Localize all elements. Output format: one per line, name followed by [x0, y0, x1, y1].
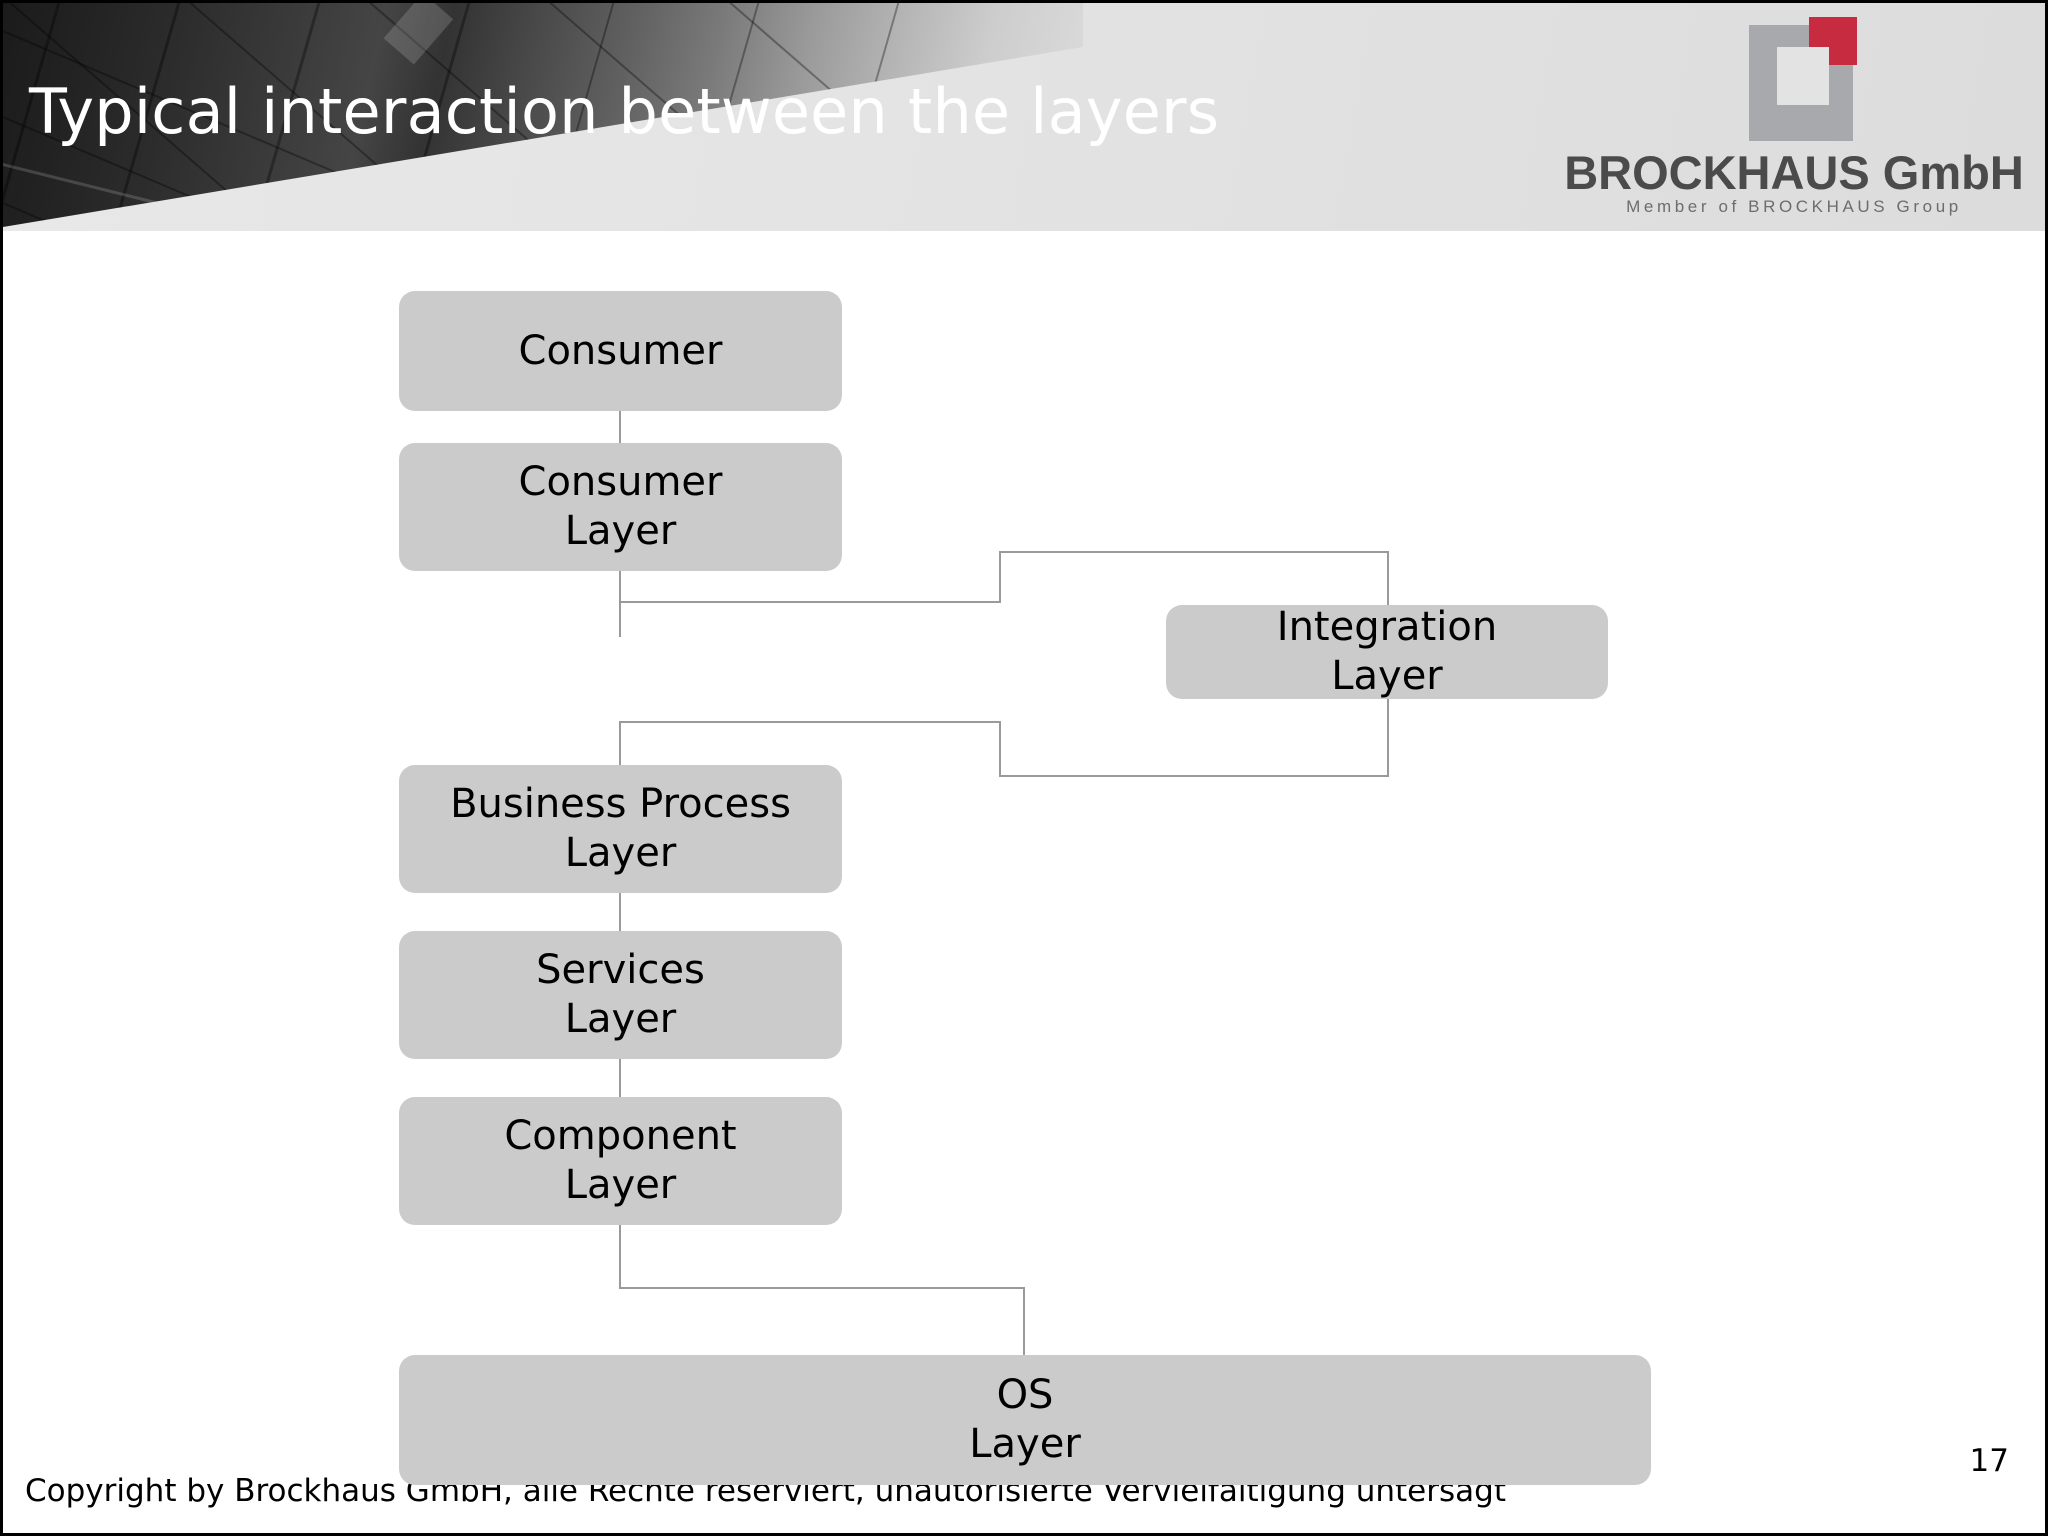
logo-company-name: BROCKHAUS GmbH — [1564, 146, 2024, 199]
connector-to-business-process-run — [619, 721, 1001, 723]
connector-business-process-to-services — [619, 893, 621, 959]
connector-down-from-integration-row — [999, 721, 1001, 777]
connector-into-os-layer — [1023, 1287, 1025, 1355]
page-title: Typical interaction between the layers — [29, 75, 1220, 148]
connector-consumer-layer-right — [619, 601, 1001, 603]
node-consumer[interactable]: Consumer — [399, 291, 842, 411]
brockhaus-logo: BROCKHAUS GmbH Member of BROCKHAUS Group — [1559, 11, 2029, 216]
connector-component-down — [619, 1225, 621, 1289]
connector-integration-top-run — [999, 551, 1389, 553]
logo-mark-icon — [1749, 17, 1885, 141]
node-consumer-layer[interactable]: Consumer Layer — [399, 443, 842, 571]
node-integration-layer[interactable]: Integration Layer — [1166, 604, 1608, 699]
node-services-layer[interactable]: Services Layer — [399, 931, 842, 1059]
node-component-layer[interactable]: Component Layer — [399, 1097, 842, 1225]
slide-header: Typical interaction between the layers B… — [3, 3, 2045, 231]
connector-component-to-os-run — [619, 1287, 1025, 1289]
connector-into-integration-top — [1387, 551, 1389, 605]
connector-integration-bottom-run — [999, 775, 1389, 777]
node-business-process-layer[interactable]: Business Process Layer — [399, 765, 842, 893]
connector-consumer-layer-down — [619, 571, 621, 637]
connector-services-to-component — [619, 1059, 621, 1125]
connector-up-to-integration-row — [999, 551, 1001, 603]
connector-into-business-process — [619, 721, 621, 783]
logo-tagline: Member of BROCKHAUS Group — [1626, 197, 1962, 216]
page-number: 17 — [1969, 1443, 2009, 1479]
connector-out-integration-bottom — [1387, 699, 1389, 777]
layer-interaction-diagram: Consumer Consumer Layer Integration Laye… — [3, 231, 2045, 1485]
node-os-layer[interactable]: OS Layer — [399, 1355, 1651, 1485]
